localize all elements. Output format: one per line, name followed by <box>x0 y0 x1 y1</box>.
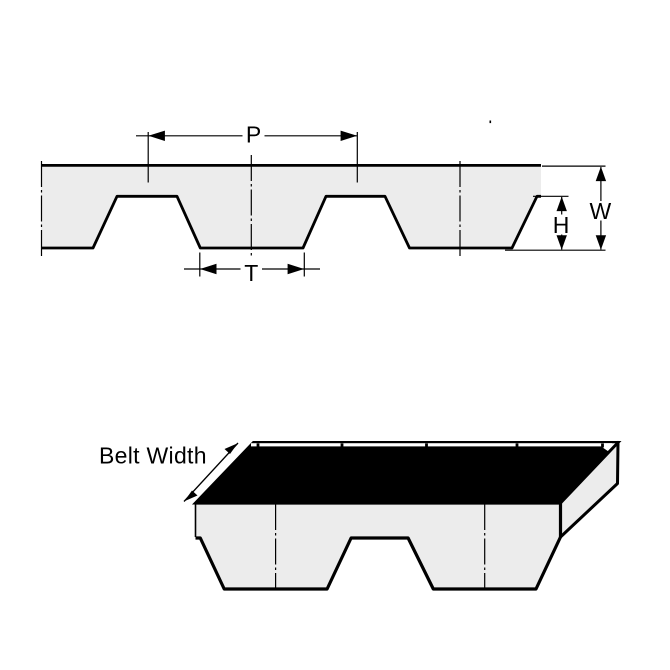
svg-text:T: T <box>244 260 258 286</box>
svg-text:W: W <box>590 198 612 224</box>
svg-text:P: P <box>246 122 261 148</box>
svg-text:H: H <box>553 212 570 238</box>
svg-text:Belt Width: Belt Width <box>99 442 207 468</box>
